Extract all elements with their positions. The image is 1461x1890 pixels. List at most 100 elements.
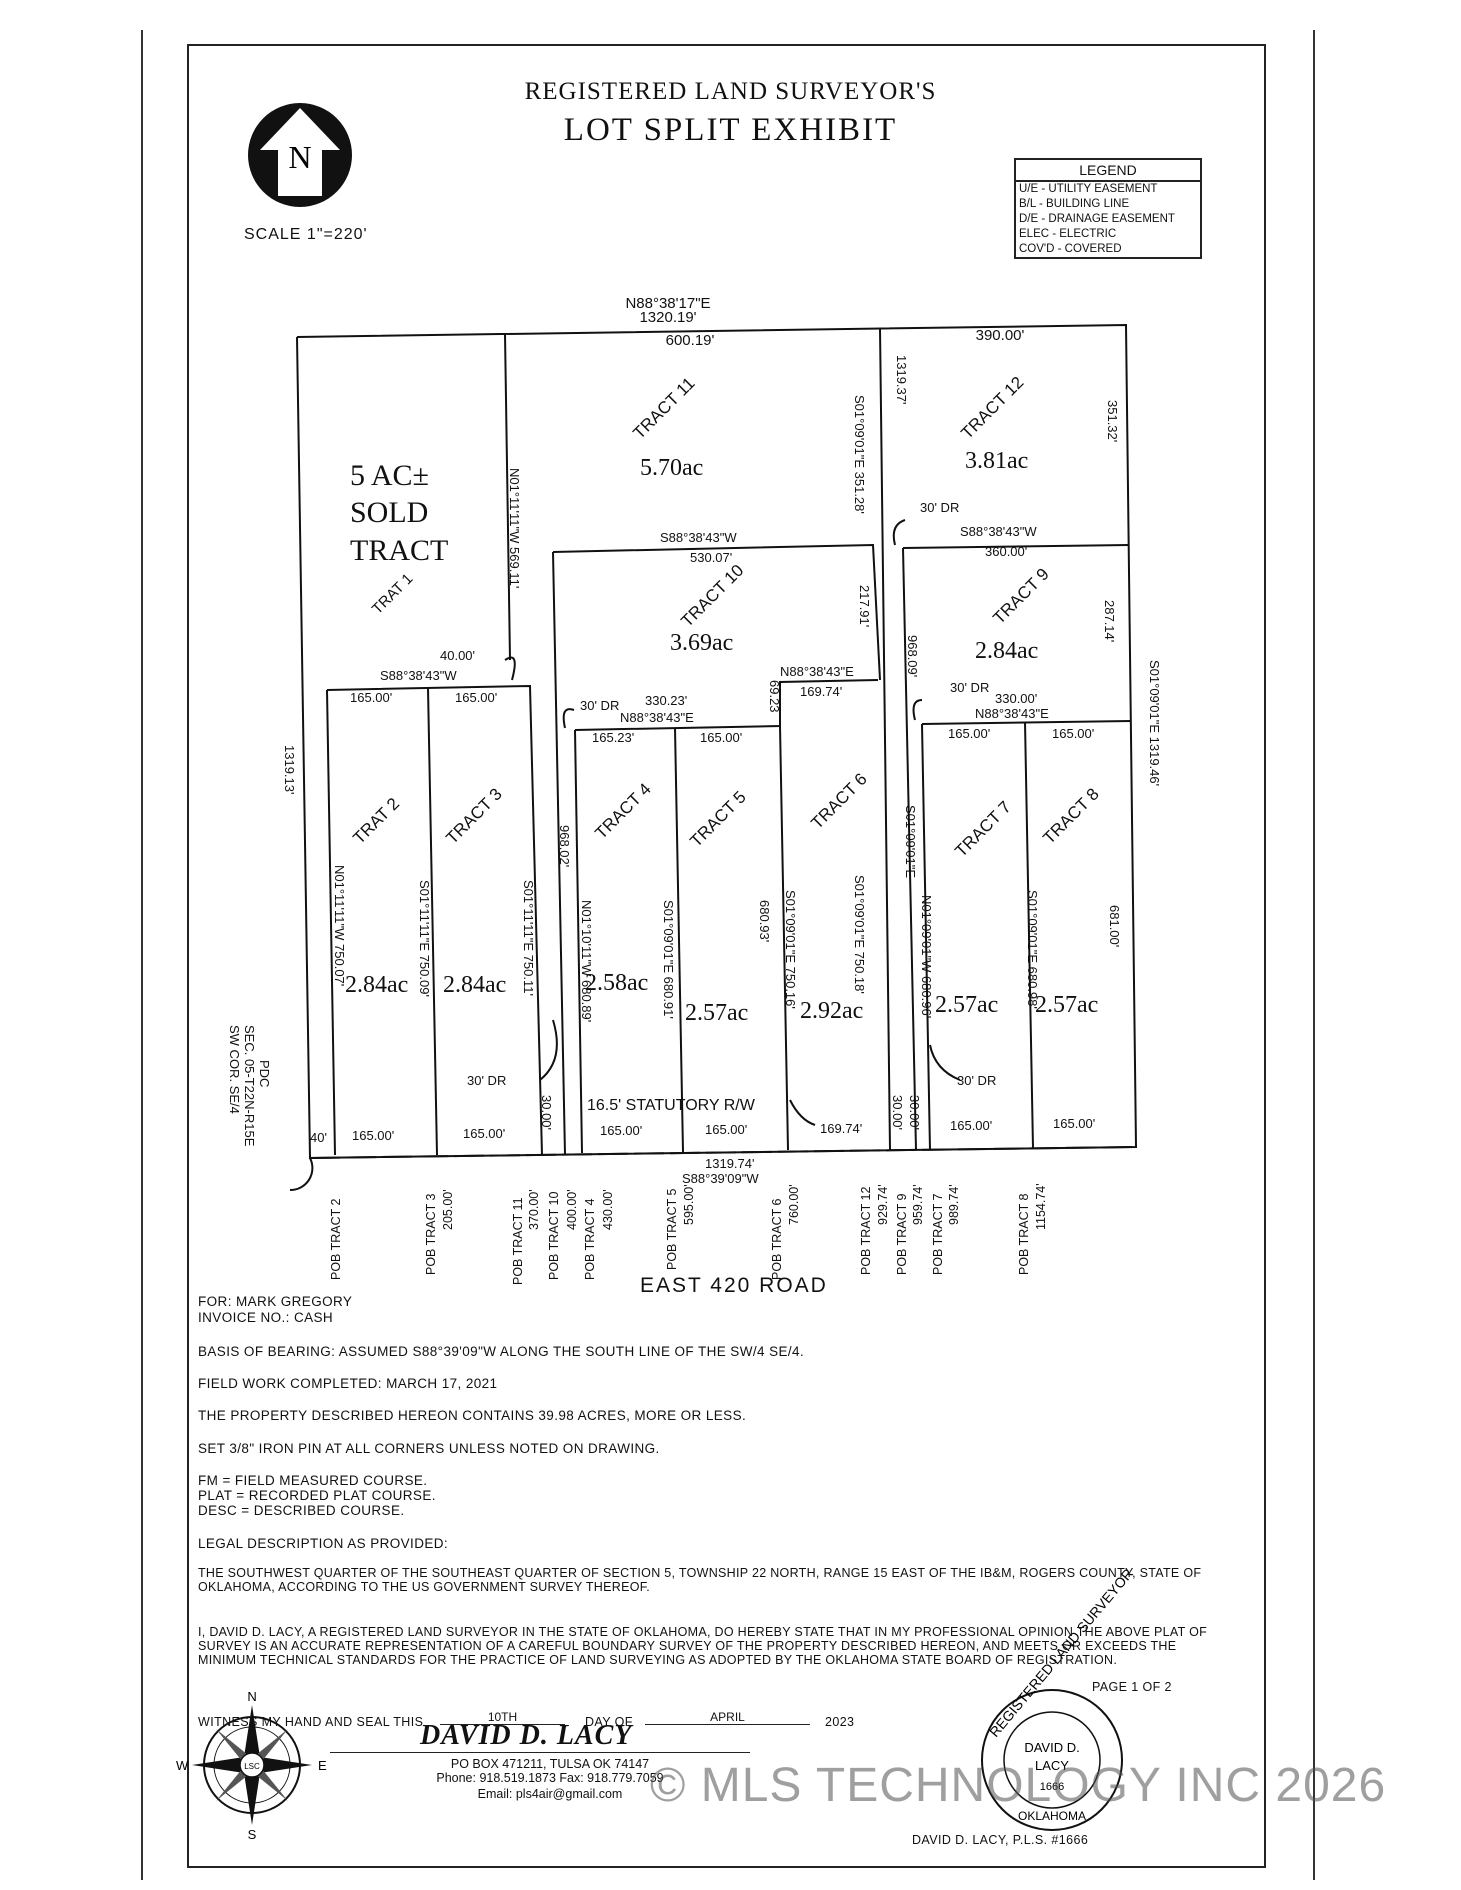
- line-sold-east: [504, 333, 511, 661]
- line-tract9-top: [902, 544, 1130, 549]
- dr-label-4: 30' DR: [467, 1073, 506, 1088]
- line-tract2-west: [326, 689, 336, 1156]
- line-tract78-div: [1024, 721, 1034, 1149]
- label-600: 600.19': [666, 332, 715, 349]
- label-165-t2: 165.00': [350, 690, 392, 705]
- desc-note: DESC = DESCRIBED COURSE.: [198, 1503, 405, 1518]
- plat-note: PLAT = RECORDED PLAT COURSE.: [198, 1488, 436, 1503]
- label-680-98: S01°09'01"E 680.98': [1025, 890, 1040, 1009]
- sold-line-3: TRACT: [350, 534, 448, 567]
- label-680-91: S01°09'01"E 680.91': [661, 900, 676, 1019]
- line-tract56-div: [779, 725, 789, 1151]
- day-field: 10TH: [440, 1710, 565, 1725]
- line-tract10-top: [552, 543, 881, 681]
- bearing-tract6: N88°38'43"E: [780, 664, 854, 679]
- label-165-t3: 165.00': [455, 690, 497, 705]
- pob-tract12: POB TRACT 12: [859, 1186, 873, 1275]
- drawing-border: [187, 44, 1266, 1868]
- road-165-2: 165.00': [463, 1126, 505, 1141]
- label-165-t7: 165.00': [948, 726, 990, 741]
- bearing-tract45: N88°38'43"E: [620, 710, 694, 725]
- mls-watermark: © MLS TECHNOLOGY INC 2026: [650, 1759, 1387, 1812]
- field-work: FIELD WORK COMPLETED: MARCH 17, 2021: [198, 1376, 498, 1391]
- legend-item: U/E - UTILITY EASEMENT: [1019, 183, 1158, 195]
- label-750-11: S01°11'11"E 750.11': [521, 880, 536, 996]
- tract5-area: 2.57ac: [685, 1000, 748, 1026]
- label-40: 40.00': [440, 648, 475, 663]
- bearing-tract78: N88°38'43"E: [975, 706, 1049, 721]
- seal-name-2: LACY: [1035, 1758, 1069, 1773]
- label-165-t8: 165.00': [1052, 726, 1094, 741]
- pob-tract9: POB TRACT 9: [895, 1193, 909, 1275]
- tract8-area: 2.57ac: [1035, 992, 1098, 1018]
- compass-w: W: [176, 1758, 189, 1773]
- pob-tract11-dist: 370.00': [527, 1189, 541, 1230]
- label-390: 390.00': [976, 327, 1025, 344]
- label-287: 287.14': [1102, 600, 1117, 642]
- road-165-6: 165.00': [1053, 1116, 1095, 1131]
- label-351b: 351.32': [1105, 400, 1120, 442]
- label-680-89: N01°10'11"W 680.89': [579, 900, 594, 1022]
- for-line: FOR: MARK GREGORY: [198, 1294, 353, 1309]
- label-1319c: 1319.13': [282, 745, 297, 794]
- legend-item: B/L - BUILDING LINE: [1019, 198, 1130, 210]
- tract12-name: TRACT 12: [957, 373, 1027, 443]
- page-left-rule: [141, 30, 143, 1880]
- tract9-area: 2.84ac: [975, 638, 1038, 664]
- pob-tract12-dist: 929.74': [876, 1184, 890, 1225]
- sold-line-2: SOLD: [350, 496, 428, 529]
- pob-tract10-dist: 400.00': [565, 1189, 579, 1230]
- sold-line-1: 5 AC±: [350, 459, 429, 492]
- pob-tract6-dist: 760.00': [787, 1184, 801, 1225]
- label-165-23: 165.23': [592, 730, 634, 745]
- legend-item: COV'D - COVERED: [1019, 243, 1122, 255]
- label-30-c: 30.00': [907, 1095, 922, 1130]
- label-750-18: S01°09'01"E 750.18': [852, 875, 867, 994]
- tract3-name: TRACT 3: [442, 785, 505, 848]
- page-number: PAGE 1 OF 2: [1092, 1680, 1172, 1694]
- compass-e: E: [318, 1758, 327, 1773]
- line-tract10-west: [552, 551, 566, 1156]
- label-351a: S01°09'01"E 351.28': [852, 395, 867, 514]
- seal-bottom-text: OKLAHOMA: [1018, 1809, 1086, 1823]
- road-centerline: [309, 1146, 1137, 1159]
- label-680-93: 680.93': [757, 900, 772, 942]
- dr-label-1: 30' DR: [920, 500, 959, 515]
- tract7-name: TRACT 7: [951, 798, 1014, 861]
- road-165-5: 165.00': [950, 1118, 992, 1133]
- tract2-name: TRAT 2: [349, 794, 403, 848]
- tract12-area: 3.81ac: [965, 448, 1028, 474]
- sw-corner-1: SW COR. SE/4: [227, 1025, 242, 1114]
- tract10-name: TRACT 10: [677, 561, 747, 631]
- label-69: 69.23: [767, 680, 782, 713]
- iron-pin-note: SET 3/8" IRON PIN AT ALL CORNERS UNLESS …: [198, 1441, 660, 1456]
- bearing-tract23: S88°38'43"W: [380, 668, 457, 683]
- pob-tract4-dist: 430.00': [601, 1189, 615, 1230]
- label-360: 360.00': [985, 544, 1027, 559]
- tract3-area: 2.84ac: [443, 972, 506, 998]
- tract4-name: TRACT 4: [591, 780, 654, 843]
- pob-tract3-dist: 205.00': [441, 1189, 455, 1230]
- legend-title: LEGEND: [1016, 160, 1200, 182]
- label-169: 169.74': [800, 684, 842, 699]
- sold-tract-label: 5 AC± SOLD TRACT: [350, 459, 448, 567]
- tract-lines: [289, 323, 1138, 1192]
- pob-tract9-dist: 959.74': [911, 1184, 925, 1225]
- pob-tract5-dist: 595.00': [682, 1184, 696, 1225]
- sw-corner-3: PDC: [257, 1060, 272, 1087]
- invoice-line: INVOICE NO.: CASH: [198, 1310, 334, 1325]
- north-arrow-icon: N: [248, 103, 352, 207]
- top-length: 1320.19': [639, 309, 696, 326]
- road-165-3: 165.00': [600, 1123, 642, 1138]
- label-750-09: S01°11'11"E 750.09': [417, 880, 432, 997]
- tract2-area: 2.84ac: [345, 972, 408, 998]
- seal-number: 1666: [1040, 1781, 1064, 1793]
- scale-note: SCALE 1"=220': [244, 226, 368, 243]
- label-330a: 330.23': [645, 693, 687, 708]
- tract7-area: 2.57ac: [935, 992, 998, 1018]
- label-569: N01°11'11"W 569.11': [507, 468, 522, 588]
- line-tract7-west: [921, 723, 931, 1151]
- outer-boundary: [296, 323, 1138, 1160]
- legal-description: THE SOUTHWEST QUARTER OF THE SOUTHEAST Q…: [198, 1566, 1202, 1594]
- tract9-name: TRACT 9: [989, 565, 1052, 628]
